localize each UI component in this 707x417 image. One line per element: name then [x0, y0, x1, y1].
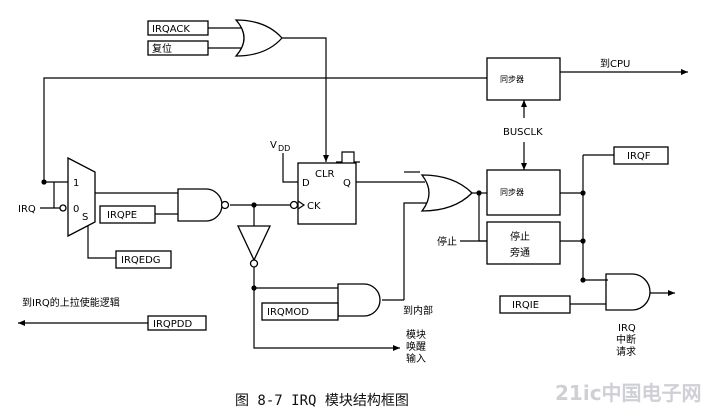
figure-caption: 图 8-7 IRQ 模块结构框图 [235, 393, 409, 409]
irqedg-box [115, 250, 172, 269]
nand-gate [177, 188, 223, 222]
mux-input-bubble [59, 204, 67, 212]
ck-bubble [289, 200, 299, 210]
nand-bubble [220, 200, 230, 210]
d-label: D [302, 178, 310, 189]
pullup-label: 到IRQ的上拉使能逻辑 [22, 296, 120, 309]
watermark: 21ic中国电子网 [555, 381, 702, 405]
ck-label: CK [307, 201, 321, 212]
or-gate-top [234, 19, 283, 57]
reset-box [147, 40, 209, 56]
wake-label-2: 唤醒 [406, 340, 426, 353]
ck-triangle [297, 200, 306, 210]
q-label: Q [343, 178, 351, 189]
to-cpu-label: 到CPU [600, 58, 630, 70]
reset-label: 复位 [152, 42, 172, 55]
irqmod-label: IRQMOD [267, 307, 309, 318]
stop-bypass-label-2: 旁通 [510, 246, 530, 259]
irq-input-label: IRQ [18, 204, 36, 215]
irq-int-label-3: 请求 [616, 345, 636, 358]
stop-label: 停止 [437, 235, 457, 248]
irqack-label: IRQACK [152, 24, 190, 35]
sync-top-box [486, 57, 561, 101]
sync-top-label: 同步器 [500, 75, 524, 84]
irqie-label: IRQIE [512, 300, 539, 311]
wires [18, 27, 688, 351]
mux-1-label: 1 [73, 178, 79, 189]
sync-mid-label: 同步器 [500, 188, 524, 197]
d-flip-flop [297, 162, 357, 225]
and-gate-irqmod [337, 283, 381, 317]
inverter-bubble [249, 259, 259, 268]
irqpdd-box [147, 315, 207, 331]
or-gate-mid [420, 174, 473, 212]
irq-int-label-2: 中断 [616, 333, 636, 346]
irqie-box [499, 295, 571, 314]
inverter [236, 225, 272, 262]
junction-dots [41, 179, 586, 291]
wake-label-1: 模块 [406, 329, 426, 341]
irqf-label: IRQF [627, 151, 651, 162]
mux-0-label: 0 [73, 204, 79, 215]
mux-s-label: S [82, 212, 88, 223]
stop-bypass-label-1: 停止 [510, 230, 530, 243]
wake-label-3: 输入 [406, 352, 426, 365]
and-gate-irqie [605, 273, 651, 311]
pulse-waveform [336, 151, 360, 163]
vdd-sub-label: DD [278, 144, 290, 153]
irqf-box [613, 146, 669, 165]
irq-int-label-1: IRQ [618, 323, 636, 334]
stop-bypass-box [486, 221, 561, 265]
vdd-label: V [270, 140, 277, 151]
busclk-label: BUSCLK [503, 127, 543, 138]
irqpe-box [99, 205, 156, 224]
irqack-box [147, 20, 209, 36]
irqpdd-label: IRQPDD [153, 319, 192, 330]
multiplexer [67, 156, 96, 238]
irqmod-box [261, 302, 339, 321]
clr-label: CLR [315, 169, 335, 180]
sync-mid-box [486, 169, 561, 216]
irqedg-label: IRQEDG [121, 255, 161, 266]
irqpe-label: IRQPE [107, 210, 137, 221]
to-internal-label: 到内部 [403, 304, 433, 317]
